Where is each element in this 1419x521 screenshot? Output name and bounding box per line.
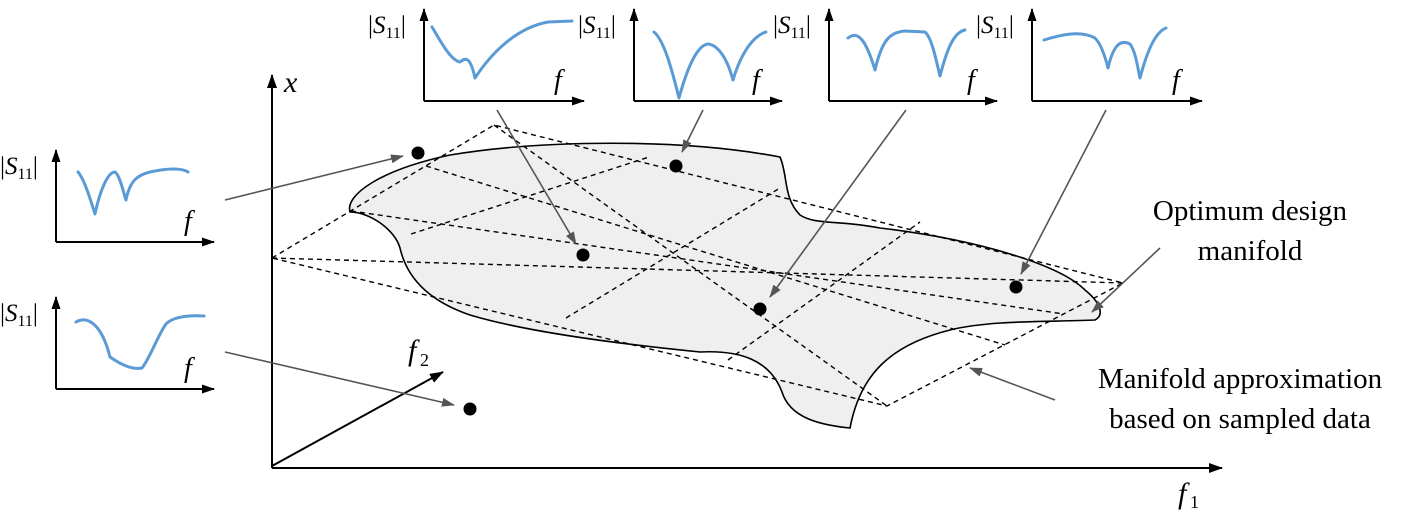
pointer-arrow bbox=[224, 351, 455, 407]
s11-plot-top-1: |S11| f bbox=[368, 8, 585, 106]
svg-text:based on sampled data: based on sampled data bbox=[1109, 403, 1371, 435]
sample-point bbox=[669, 159, 683, 173]
s11-response-curve bbox=[652, 30, 768, 100]
sample-point bbox=[753, 302, 767, 316]
x-axis-label: x bbox=[283, 66, 298, 99]
s11-response-curve bbox=[430, 19, 574, 80]
grid-row-line bbox=[425, 165, 1006, 346]
pointer-arrow bbox=[769, 109, 907, 298]
s11-plot-left-2: |S11| f bbox=[0, 296, 215, 394]
s11-response-curve bbox=[846, 28, 967, 78]
manifold-approximation-label: Manifold approximation based on sampled … bbox=[1098, 363, 1383, 435]
sample-point bbox=[576, 248, 590, 262]
s11-plot-top-3: |S11| f bbox=[773, 8, 998, 106]
pointer-arrow bbox=[1020, 109, 1107, 275]
s11-response-curve bbox=[76, 167, 190, 216]
s11-plot-top-2: |S11| f bbox=[578, 8, 783, 106]
s11-response-curve bbox=[74, 314, 206, 370]
frequency-axis-label: f bbox=[554, 65, 565, 96]
svg-text:manifold: manifold bbox=[1198, 235, 1303, 267]
f1-axis-label: f 1 bbox=[1178, 477, 1199, 512]
pointer-arrow bbox=[496, 109, 577, 245]
grid-col-line bbox=[410, 156, 650, 235]
frequency-axis-label: f bbox=[752, 65, 763, 96]
grid-row-line bbox=[271, 257, 1124, 284]
s11-response-curve bbox=[1042, 26, 1168, 80]
sample-point bbox=[463, 402, 477, 416]
f2-axis-label: f 2 bbox=[408, 334, 429, 370]
frequency-axis-label: f bbox=[184, 206, 195, 237]
s11-axis-label: |S11| bbox=[0, 153, 38, 183]
sample-point bbox=[411, 146, 425, 160]
s11-axis-label: |S11| bbox=[0, 300, 38, 330]
svg-text:Optimum design: Optimum design bbox=[1153, 195, 1348, 227]
optimum-design-manifold bbox=[348, 142, 1101, 429]
manifold-approximation-grid bbox=[270, 124, 1125, 407]
svg-text:2: 2 bbox=[420, 350, 429, 370]
s11-axis-label: |S11| bbox=[368, 12, 406, 42]
s11-plot-top-4: |S11| f bbox=[976, 8, 1203, 106]
sample-points bbox=[411, 146, 1023, 416]
svg-text:Manifold approximation: Manifold approximation bbox=[1098, 363, 1383, 395]
s11-axis-label: |S11| bbox=[578, 12, 616, 42]
svg-text:f: f bbox=[1178, 477, 1190, 510]
manifold-label-arrow bbox=[1091, 247, 1161, 313]
s11-axis-label: |S11| bbox=[976, 12, 1014, 42]
f2-axis bbox=[271, 371, 444, 467]
approx-label-arrow bbox=[969, 367, 1056, 401]
optimum-design-manifold-label: Optimum design manifold bbox=[1153, 195, 1348, 267]
s11-axis-label: |S11| bbox=[773, 12, 811, 42]
grid-col-line bbox=[565, 187, 781, 319]
grid-row-line bbox=[350, 210, 1065, 315]
grid-col-line bbox=[727, 221, 921, 361]
frequency-axis-label: f bbox=[1172, 65, 1183, 96]
grid-border bbox=[270, 124, 1125, 407]
s11-plot-left-1: |S11| f bbox=[0, 149, 215, 247]
pointer-arrow bbox=[681, 109, 704, 153]
pointer-arrow bbox=[224, 154, 404, 201]
s11-mini-plots: |S11| f |S11| f |S11| f |S11| f |S11| f |S11| f bbox=[0, 8, 1203, 394]
svg-text:f: f bbox=[408, 334, 420, 367]
svg-text:1: 1 bbox=[1190, 492, 1199, 512]
pointer-arrows bbox=[224, 109, 1161, 407]
sample-point bbox=[1009, 280, 1023, 294]
frequency-axis-label: f bbox=[184, 353, 195, 384]
frequency-axis-label: f bbox=[967, 65, 978, 96]
